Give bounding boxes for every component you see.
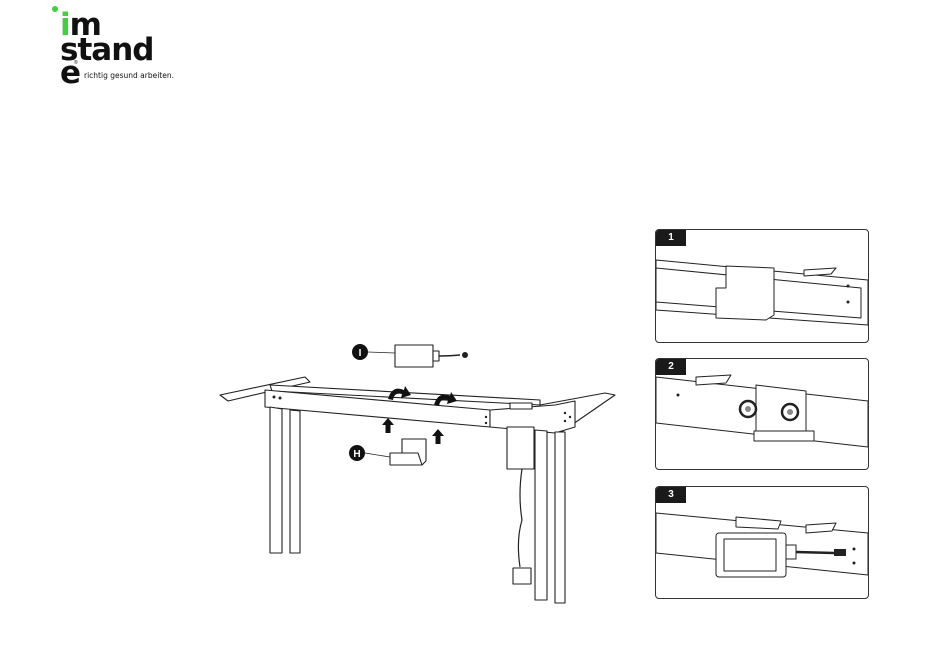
rail-clip <box>806 523 836 533</box>
cable-connector <box>834 549 846 556</box>
brand-logo: im stand e ® richtig gesund arbeiten. <box>52 4 202 88</box>
power-outlet <box>513 568 531 584</box>
screw-head <box>745 406 751 412</box>
logo-tagline: richtig gesund arbeiten. <box>84 71 174 80</box>
motor-control-box <box>507 427 534 469</box>
callout-label-h: H <box>353 449 360 460</box>
step-panel-2: 2 <box>655 358 869 470</box>
power-supply-plug <box>433 351 439 361</box>
supply-plug <box>786 545 796 559</box>
logo-dot <box>52 6 58 12</box>
power-supply-part <box>395 345 433 367</box>
beam-bracket <box>510 403 532 409</box>
left-leg-back <box>290 410 300 553</box>
step-number-1: 1 <box>656 230 686 246</box>
left-leg-front <box>270 407 282 553</box>
screw-head <box>787 409 793 415</box>
right-leg-front <box>535 430 547 600</box>
power-cable <box>518 469 522 567</box>
step-panel-3: 3 <box>655 486 869 599</box>
supply-cable <box>439 355 460 356</box>
cable-end <box>462 352 468 358</box>
step-panel-1: 1 <box>655 229 869 343</box>
rail-clip <box>696 375 731 385</box>
right-leg-back <box>555 432 565 603</box>
rail-clip <box>804 268 836 276</box>
up-arrow-icon <box>382 418 394 433</box>
up-arrow-icon <box>432 429 444 444</box>
supply-cable <box>796 552 834 553</box>
callout-label-i: I <box>359 348 362 359</box>
step-number-2: 2 <box>656 359 686 375</box>
logo-registered-mark: ® <box>74 60 78 66</box>
desk-frame-illustration: I H <box>210 335 620 610</box>
bracket-top <box>736 517 781 529</box>
step-number-3: 3 <box>656 487 686 503</box>
